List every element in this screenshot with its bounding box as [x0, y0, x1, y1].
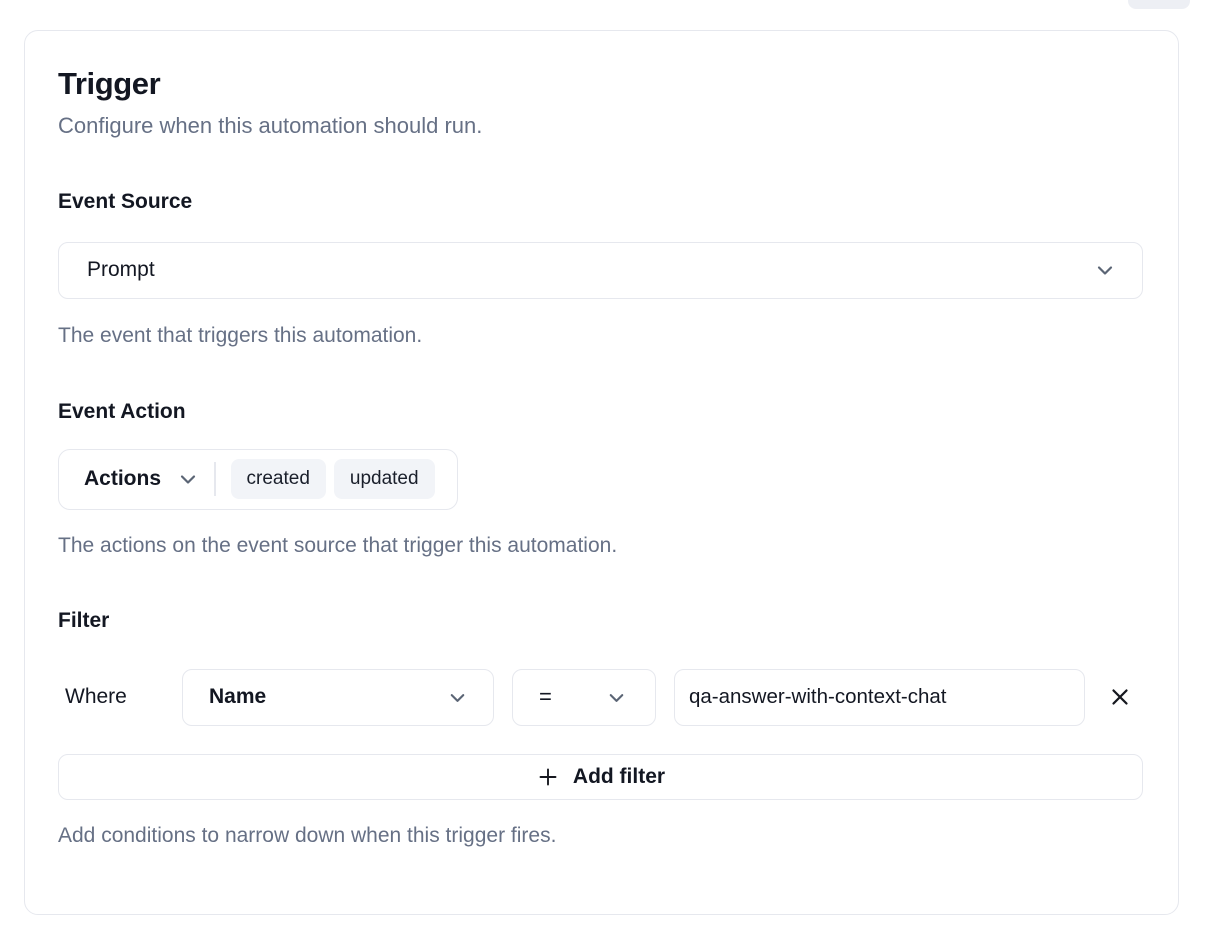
chevron-down-icon — [450, 693, 465, 702]
event-action-help: The actions on the event source that tri… — [58, 533, 618, 557]
selected-action-chips: created updated — [230, 459, 435, 500]
where-label: Where — [65, 685, 127, 709]
event-source-selected-value: Prompt — [87, 258, 155, 282]
filter-field-selected-value: Name — [209, 685, 267, 709]
event-action-label: Event Action — [58, 399, 186, 423]
page-subtitle: Configure when this automation should ru… — [58, 112, 483, 138]
action-chip-created[interactable]: created — [230, 459, 326, 500]
divider — [214, 462, 216, 497]
filter-operator-select[interactable]: = — [512, 668, 656, 726]
action-chip-updated[interactable]: updated — [333, 459, 435, 500]
event-source-label: Event Source — [58, 189, 193, 213]
add-filter-button[interactable]: Add filter — [58, 753, 1143, 800]
actions-dropdown[interactable]: Actions — [84, 467, 200, 491]
plus-icon — [539, 768, 557, 786]
filter-help: Add conditions to narrow down when this … — [58, 823, 557, 847]
filter-value-input[interactable] — [674, 668, 1085, 726]
actions-dropdown-label: Actions — [84, 467, 162, 491]
close-icon — [1112, 689, 1128, 705]
add-filter-label: Add filter — [572, 764, 666, 788]
filter-condition-row: Where Name = — [58, 668, 1143, 726]
cutoff-top-element — [1128, 0, 1190, 9]
chevron-down-icon — [1097, 266, 1113, 275]
page-title: Trigger — [58, 66, 161, 101]
event-source-help: The event that triggers this automation. — [58, 323, 423, 347]
filter-label: Filter — [58, 608, 110, 632]
filter-operator-selected-value: = — [539, 684, 552, 710]
remove-filter-button[interactable] — [1101, 678, 1139, 716]
event-action-control: Actions created updated — [58, 448, 458, 510]
chevron-down-icon — [180, 475, 196, 484]
filter-field-select[interactable]: Name — [182, 668, 494, 726]
chevron-down-icon — [609, 693, 624, 702]
trigger-card: Trigger Configure when this automation s… — [24, 30, 1179, 915]
event-source-select[interactable]: Prompt — [58, 241, 1143, 299]
